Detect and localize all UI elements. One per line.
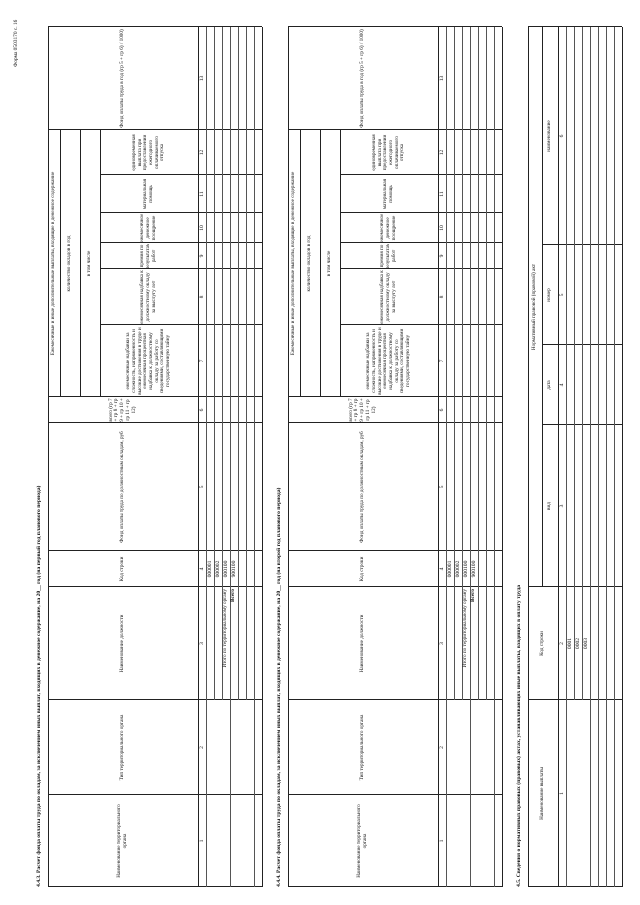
s443-group-header: Ежемесячные и иные дополнительные выплат… [50,171,57,356]
s444-h-c3: Наименование должности [359,614,366,673]
s443-in-that-number: в том числе [86,250,93,277]
s444-h-c10: ежемесячное денежное поощрение [379,214,397,242]
s443-h-c1: Наименование территориального органа [116,804,128,878]
s443-h-c11: материальная помощь [142,178,154,210]
s443-h-c6: всего (гр 7 + гр 8 + гр 9 + гр 10 + гр 1… [107,398,137,422]
s443-h-c9: премия по результатам работ [139,244,157,268]
s444-code-1: 000001 [446,560,453,578]
s444-subgroup-header: количество окладов в год [306,235,313,292]
s444-colnum-2: 2 [438,746,445,749]
s45-h-date: дата [546,380,553,390]
s444-h-c4: Код строки [359,556,366,582]
s444-h-c9: премия по результатам работ [379,244,397,268]
form-code: Форма 0503170 с. 16 [13,19,19,67]
s45-code-2: 0002 [574,637,581,650]
s443-colnum-2: 2 [198,746,205,749]
s443-code-1: 000001 [206,560,213,578]
s45-colnum-1: 1 [558,792,565,795]
s443-h-c3: Наименование должности [119,614,126,673]
s444-group-header: Ежемесячные и иные дополнительные выплат… [290,171,297,356]
s444-colnum-6: 6 [438,408,445,412]
s443-h-c12: единовременная выплата при предоставлени… [130,134,166,171]
s443-h-c2: Тип территориального органа [119,714,126,781]
s444-colnum-10: 10 [438,225,445,231]
s443-colnum-6: 6 [198,408,205,412]
s444-h-c5: Фонд оплаты труда по должностным окладам… [359,431,366,543]
s444-colnum-13: 13 [438,75,445,82]
s443-subgroup-header: количество окладов в год [66,235,73,292]
s45-h-name: Наименование выплаты [539,767,546,820]
s45-colnum-6: 6 [558,134,565,138]
s444-total-org-code: 000100 [462,560,469,578]
s443-colnum-7: 7 [198,359,205,363]
s443-colnum-10: 10 [198,225,205,231]
s443-colnum-12: 12 [198,149,205,156]
s45-h-number: номер [546,288,553,302]
s444-h-c7: ежемесячные надбавки за сложность, напря… [365,327,412,395]
s444-in-that-number: в том числе [326,250,333,277]
s444-h-c2: Тип территориального органа [359,714,366,781]
s443-h-c10: ежемесячное денежное поощрение [139,214,157,242]
s45-colnum-5: 5 [558,293,565,297]
s444-h-c6: всего (гр 7 + гр 8 + гр 9 + гр 10 + гр 1… [347,398,377,422]
s444-h-c1: Наименование территориального органа [356,804,368,878]
s443-colnum-5: 5 [198,485,205,489]
s444-colnum-5: 5 [438,485,445,489]
s444-colnum-9: 9 [438,254,445,258]
s45-h-title: наименование [546,120,553,152]
s443-h-c8: ежемесячная надбавка к должностному окла… [139,270,157,324]
s444-code-2: 000002 [454,560,461,578]
s443-h-c7: ежемесячные надбавки за сложность, напря… [125,327,172,395]
s444-h-c13: Фонд оплаты труда в год (гр 5 + гр 6) / … [359,29,366,128]
s444-colnum-7: 7 [438,359,445,363]
s443-colnum-13: 13 [198,75,205,82]
s45-code-1: 0001 [566,637,573,650]
s444-h-c8: ежемесячная надбавка к должностному окла… [379,270,397,324]
s443-total-org-code: 000100 [222,560,229,578]
s443-colnum-3: 3 [198,642,205,645]
s443-colnum-9: 9 [198,254,205,258]
s444-h-c11: материальная помощь [382,178,394,210]
s45-code-3: 0003 [582,637,589,650]
s443-total-org-label: Итого по территориальному органу [222,589,229,668]
s444-h-c12: единовременная выплата при предоставлени… [370,134,406,171]
s444-colnum-4: 4 [438,567,445,571]
s443-colnum-8: 8 [198,295,205,299]
s443-code-2: 000002 [214,560,221,578]
s444-colnum-3: 3 [438,642,445,645]
s444-colnum-8: 8 [438,295,445,299]
s45-colnum-4: 4 [558,383,565,387]
s443-colnum-1: 1 [198,839,205,843]
s443-h-c5: Фонд оплаты труда по должностным окладам… [119,431,126,543]
s443-h-c13: Фонд оплаты труда в год (гр 5 + гр 6) / … [119,29,126,128]
section-443-title: 4.4.3. Расчет фонда оплаты труда по окла… [36,485,42,887]
s444-colnum-1: 1 [438,839,445,843]
s443-colnum-11: 11 [198,191,205,197]
s444-total-org-label: Итого по территориальному органу [462,589,469,668]
s443-total-code: 900100 [230,560,237,578]
s444-colnum-12: 12 [438,149,445,156]
s443-total-label: Всего [230,589,237,602]
s444-colnum-11: 11 [438,191,445,197]
s443-h-c4: Код строки [119,556,126,582]
s45-h-kind: вид [546,502,553,510]
s444-total-label: Всего [470,589,477,602]
s444-total-code: 900100 [470,560,477,578]
s443-colnum-4: 4 [198,567,205,571]
s45-colnum-3: 3 [558,504,565,508]
section-444-title: 4.4.4. Расчет фонда оплаты труда по окла… [276,487,282,887]
section-45-title: 4.5. Сведения о нормативных правовых (пр… [516,584,522,887]
s45-h-group: Нормативный правовой (правовой) акт [531,263,538,351]
s45-colnum-2: 2 [558,642,565,645]
s45-h-code: Код строки [539,631,546,656]
